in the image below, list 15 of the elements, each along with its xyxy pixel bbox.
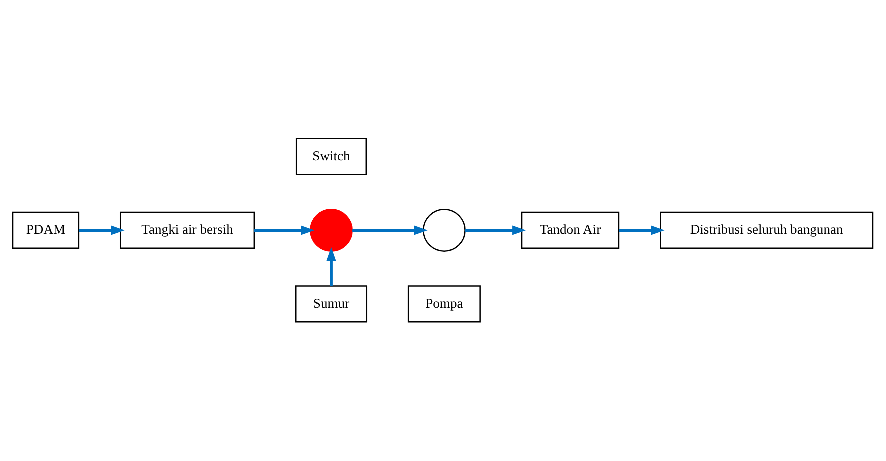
arrow (465, 226, 526, 236)
node-circle (310, 209, 353, 252)
node-box: PDAM (12, 212, 80, 250)
arrow (254, 226, 315, 236)
arrow (619, 226, 665, 236)
node-box: Sumur (295, 286, 368, 323)
node-circle (422, 209, 466, 252)
arrow (352, 226, 428, 236)
node-box: Distribusi seluruh bangunan (660, 212, 874, 250)
arrow (326, 247, 336, 286)
node-box: Switch (296, 138, 368, 176)
node-box: Tangki air bersih (120, 212, 256, 250)
node-box: Pompa (408, 286, 481, 323)
node-box: Tandon Air (521, 212, 620, 250)
arrow (78, 226, 125, 236)
